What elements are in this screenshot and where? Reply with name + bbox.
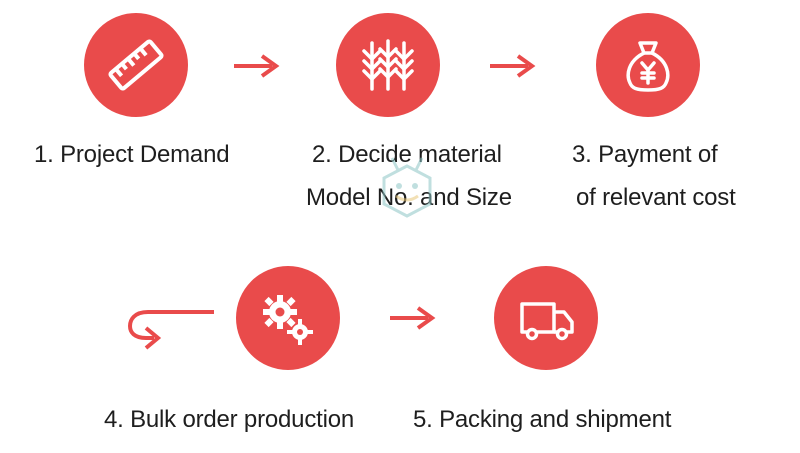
step-1-label: 1. Project Demand	[34, 141, 230, 168]
ruler-icon	[108, 39, 164, 91]
step-1-circle	[84, 13, 188, 117]
step-4-circle	[236, 266, 340, 370]
truck-icon	[520, 302, 574, 341]
arrow-right-icon	[390, 306, 436, 330]
step-2-label-line2: Model No. and Size	[306, 184, 512, 211]
step-3-label-line1: 3. Payment of	[572, 141, 718, 168]
step-2-circle	[336, 13, 440, 117]
gears-icon	[263, 295, 313, 345]
arrow-right-icon	[234, 54, 280, 78]
step-4-label: 4. Bulk order production	[104, 406, 355, 433]
wheat-icon	[362, 39, 414, 91]
step-5-label: 5. Packing and shipment	[413, 406, 672, 433]
arrow-right-icon	[490, 54, 536, 78]
step-5-circle	[494, 266, 598, 370]
return-arrow-icon	[127, 310, 214, 350]
step-3-circle	[596, 13, 700, 117]
step-2-label-line1: 2. Decide material	[312, 141, 502, 168]
money-bag-icon	[626, 41, 670, 92]
step-3-label-line2: of relevant cost	[576, 184, 736, 211]
watermark-logo-icon	[382, 157, 432, 218]
